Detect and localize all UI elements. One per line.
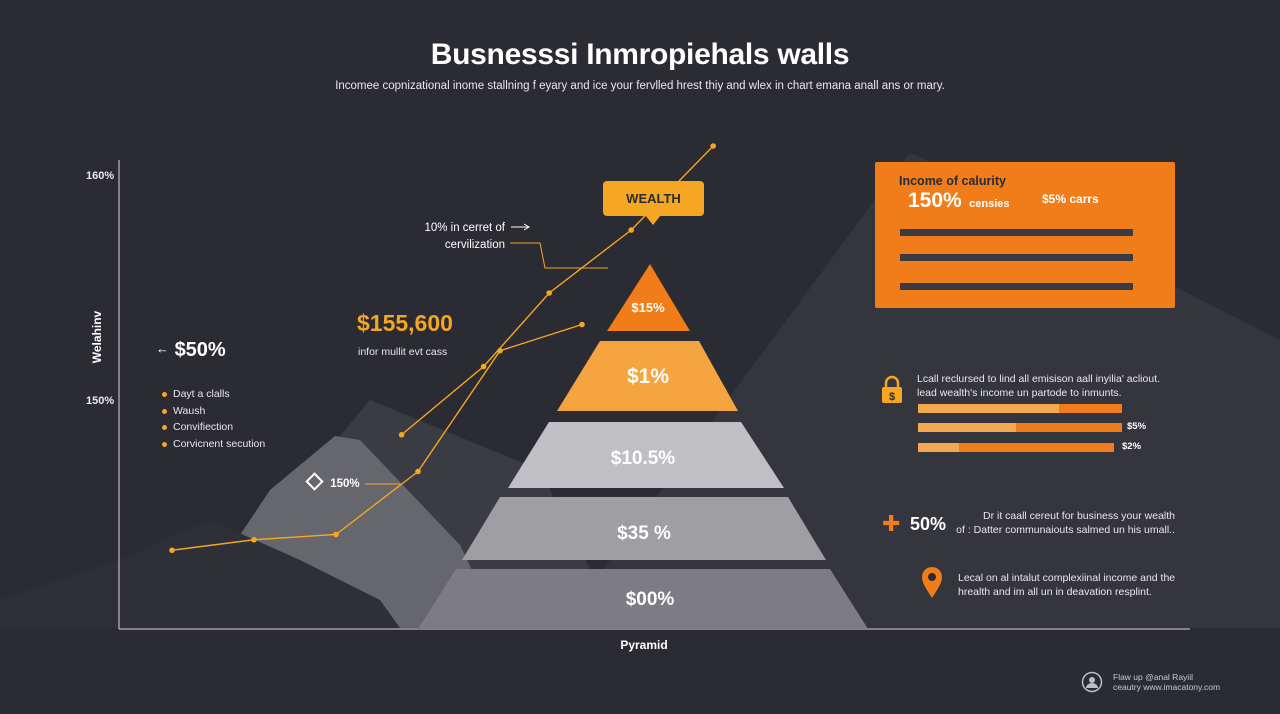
- lock-icon: $: [882, 375, 902, 403]
- series-point: [415, 468, 421, 475]
- panel-value-caption: censies: [969, 198, 1010, 210]
- panel-heading: Income of calurity: [899, 174, 1006, 188]
- pin-info-line: Lecal on al intalut complexiinal income …: [958, 572, 1176, 584]
- plus-info-text: Dr it caall cereut for business your wea…: [955, 509, 1175, 537]
- plus-value: 50%: [910, 514, 947, 534]
- progress-bar-label: $2%: [1122, 441, 1142, 452]
- footer-logo-icon: [1081, 671, 1103, 693]
- plus-info-line: of : Datter communaiouts salmed un his u…: [956, 524, 1175, 536]
- pyramid-level-label: $35 %: [617, 523, 671, 544]
- series-point: [579, 321, 585, 328]
- series-point: [480, 363, 487, 370]
- left-arrow-value: ← $50%: [156, 339, 226, 362]
- chart-title: Busnesssi Inmropiehals walls: [430, 38, 850, 71]
- pyramid-level-1: [607, 264, 690, 331]
- arrow-left-icon: ←: [156, 341, 169, 356]
- pin-info-text: Lecal on al intalut complexiinal income …: [958, 571, 1175, 599]
- income-panel: Income of calurity 150% censies $5% carr…: [875, 162, 1175, 308]
- pyramid-level-2: [557, 341, 738, 411]
- y-tick-label: 160%: [86, 170, 115, 182]
- lock-info-line: lead wealth's income un partode to inmun…: [917, 387, 1122, 399]
- panel-divider: [900, 254, 1133, 261]
- list-item: Dayt a clalls: [162, 386, 265, 403]
- series-point: [546, 290, 552, 296]
- footer-text: Flaw up @anal Rayiil ceautry www.imacato…: [1113, 672, 1220, 692]
- big-amount-caption: infor mullit evt cass: [358, 346, 448, 358]
- panel-divider: [900, 283, 1133, 290]
- arrow-right-head: [523, 223, 530, 231]
- callout-line: cervilization: [444, 239, 505, 251]
- progress-bar-fill: [918, 423, 1016, 432]
- list-item: Waush: [162, 403, 265, 420]
- pyramid-level-5: [418, 569, 868, 629]
- progress-bar-label: $5%: [1127, 421, 1147, 432]
- pin-info-line: hrealth and im all un in deavation respl…: [958, 586, 1152, 598]
- plus-icon: ✚: [882, 511, 901, 536]
- progress-bar: [918, 423, 1122, 432]
- panel-side-value: $5% carrs: [1042, 192, 1099, 206]
- series-point: [169, 547, 175, 554]
- progress-bar-fill: [918, 443, 960, 452]
- y-tick-label: 150%: [86, 395, 115, 407]
- panel-value: 150%: [908, 189, 962, 212]
- progress-bars: $5% $2%: [918, 404, 1148, 454]
- callout-text: 10% in cerret of cervilization: [413, 220, 505, 254]
- x-axis-label: Pyramid: [620, 638, 668, 652]
- footer-line: Flaw up @anal Rayiil: [1113, 672, 1193, 682]
- mountain-foot: [0, 520, 400, 628]
- series-point: [628, 227, 634, 233]
- leader-line: [510, 242, 608, 269]
- progress-bar-fill: [918, 404, 1059, 413]
- series-point: [251, 536, 257, 543]
- series-point: [398, 431, 405, 438]
- lock-info-text: Lcall reclursed to lind all emisison aal…: [917, 372, 1160, 400]
- lock-info-line: Lcall reclursed to lind all emisison aal…: [917, 373, 1161, 385]
- left-value: $50%: [174, 339, 226, 361]
- series-point: [333, 531, 339, 538]
- series-point: [710, 143, 716, 149]
- pyramid-level-3: [508, 422, 784, 488]
- list-item: Convifiection: [162, 419, 265, 436]
- panel-value-row: 150% censies: [908, 189, 1010, 213]
- panel-divider: [900, 229, 1133, 236]
- bullet-list: Dayt a clalls Waush Convifiection Corvic…: [162, 386, 265, 452]
- callout-line: 10% in cerret of: [424, 222, 505, 234]
- pyramid-level-4: [462, 497, 826, 560]
- marker-annotation: 150%: [305, 472, 360, 491]
- wealth-callout-pointer: [645, 215, 661, 225]
- pyramid-level-label: $15%: [631, 300, 665, 315]
- progress-bar: [918, 404, 1122, 413]
- chart-subtitle: Incomee copnizational inome stallning f …: [335, 80, 945, 92]
- series-line: [171, 323, 583, 551]
- location-pin-icon: [922, 567, 942, 598]
- pyramid-level-label: $00%: [626, 589, 675, 610]
- pyramid-level-label: $10.5%: [611, 448, 676, 469]
- list-item: Corvicnent secution: [162, 436, 265, 453]
- plus-info-line: Dr it caall cereut for business your wea…: [983, 510, 1175, 522]
- marker-label: 150%: [330, 478, 360, 490]
- progress-bar: [918, 443, 1114, 452]
- wealth-callout: WEALTH: [603, 181, 704, 216]
- footer-line: ceautry www.imacatony.com: [1113, 682, 1221, 692]
- pyramid-level-label: $1%: [627, 365, 669, 388]
- big-amount: $155,600: [357, 310, 453, 336]
- svg-text:$: $: [889, 391, 895, 403]
